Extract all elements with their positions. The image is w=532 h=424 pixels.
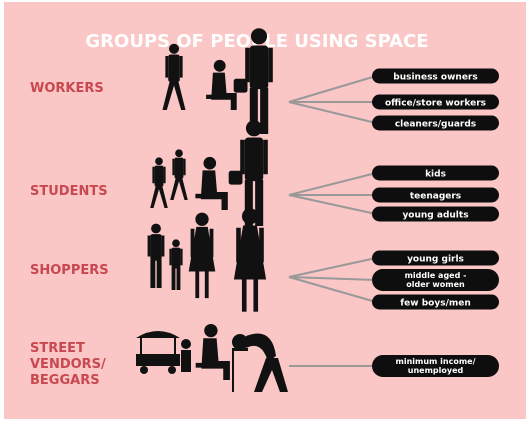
pill-shape xyxy=(372,355,499,377)
group-label-vendors: BEGGARS xyxy=(30,373,100,388)
pill-shape xyxy=(372,206,499,222)
pill-label: cleaners/guards xyxy=(395,120,476,130)
group-label-workers: WORKERS xyxy=(30,81,104,96)
seated-worker-icon xyxy=(206,59,237,110)
running-kids-icon xyxy=(150,149,188,208)
pill-label: office/store workers xyxy=(385,99,486,109)
pill-label: few boys/men xyxy=(400,299,471,309)
group-workers: WORKERS business owners office/store worke… xyxy=(30,28,499,134)
pill-label: young adults xyxy=(402,211,468,221)
connector-line xyxy=(288,101,377,124)
pill-shape xyxy=(372,94,499,110)
infographic-svg: GROUPS OF PEOPLE USING SPACE WORKERSbusi… xyxy=(4,2,526,419)
group-label-students: STUDENTS xyxy=(30,184,108,199)
pill-label: kids xyxy=(425,170,446,180)
connector-line xyxy=(288,75,377,103)
pill-students-1: teenagers xyxy=(372,187,499,203)
connector-line xyxy=(288,257,377,278)
group-shoppers: SHOPPERS young girls middle aged -older wo… xyxy=(30,208,499,312)
walking-worker-icon xyxy=(162,43,186,110)
young-girls-icon xyxy=(233,208,267,312)
pill-shape xyxy=(372,294,499,310)
seated-teenager-icon xyxy=(195,156,228,210)
groups-container: WORKERS business owners office/store worke… xyxy=(30,28,499,392)
pill-shape xyxy=(372,250,499,266)
pill-label: teenagers xyxy=(410,192,461,202)
pill-shape xyxy=(372,165,499,181)
pill-shoppers-1: middle aged -older women xyxy=(372,269,499,291)
pill-shape xyxy=(372,68,499,84)
young-adult-with-bag-icon xyxy=(228,120,268,226)
family-shoppers-icon xyxy=(147,223,183,290)
connector-line xyxy=(288,172,377,196)
group-label-vendors: VENDORS/ xyxy=(30,357,106,372)
connector-line xyxy=(288,194,377,215)
group-label-shoppers: SHOPPERS xyxy=(30,263,109,278)
group-students: STUDENTS kids teenagers young adults xyxy=(30,120,499,226)
older-woman-icon xyxy=(188,212,216,299)
pill-workers-0: business owners xyxy=(372,68,499,84)
pill-label: business owners xyxy=(393,73,477,83)
connector-line xyxy=(288,276,377,303)
pill-label: minimum income/unemployed xyxy=(395,357,475,375)
vendor-cart-icon xyxy=(136,331,191,374)
pill-shape xyxy=(372,115,499,131)
bent-old-man-icon xyxy=(232,333,288,392)
pill-shape xyxy=(372,187,499,203)
pill-label: middle aged -older women xyxy=(405,271,467,289)
pill-students-2: young adults xyxy=(372,206,499,222)
pill-workers-2: cleaners/guards xyxy=(372,115,499,131)
group-label-vendors: STREET xyxy=(30,341,85,356)
beggar-icon xyxy=(195,323,230,380)
pill-label: young girls xyxy=(407,255,464,265)
connector-line xyxy=(288,276,377,281)
pill-shoppers-0: young girls xyxy=(372,250,499,266)
pill-workers-1: office/store workers xyxy=(372,94,499,110)
businessman-icon xyxy=(233,28,273,134)
pill-students-0: kids xyxy=(372,165,499,181)
pill-shoppers-2: few boys/men xyxy=(372,294,499,310)
pill-vendors-0: minimum income/unemployed xyxy=(372,355,499,377)
pill-shape xyxy=(372,269,499,291)
